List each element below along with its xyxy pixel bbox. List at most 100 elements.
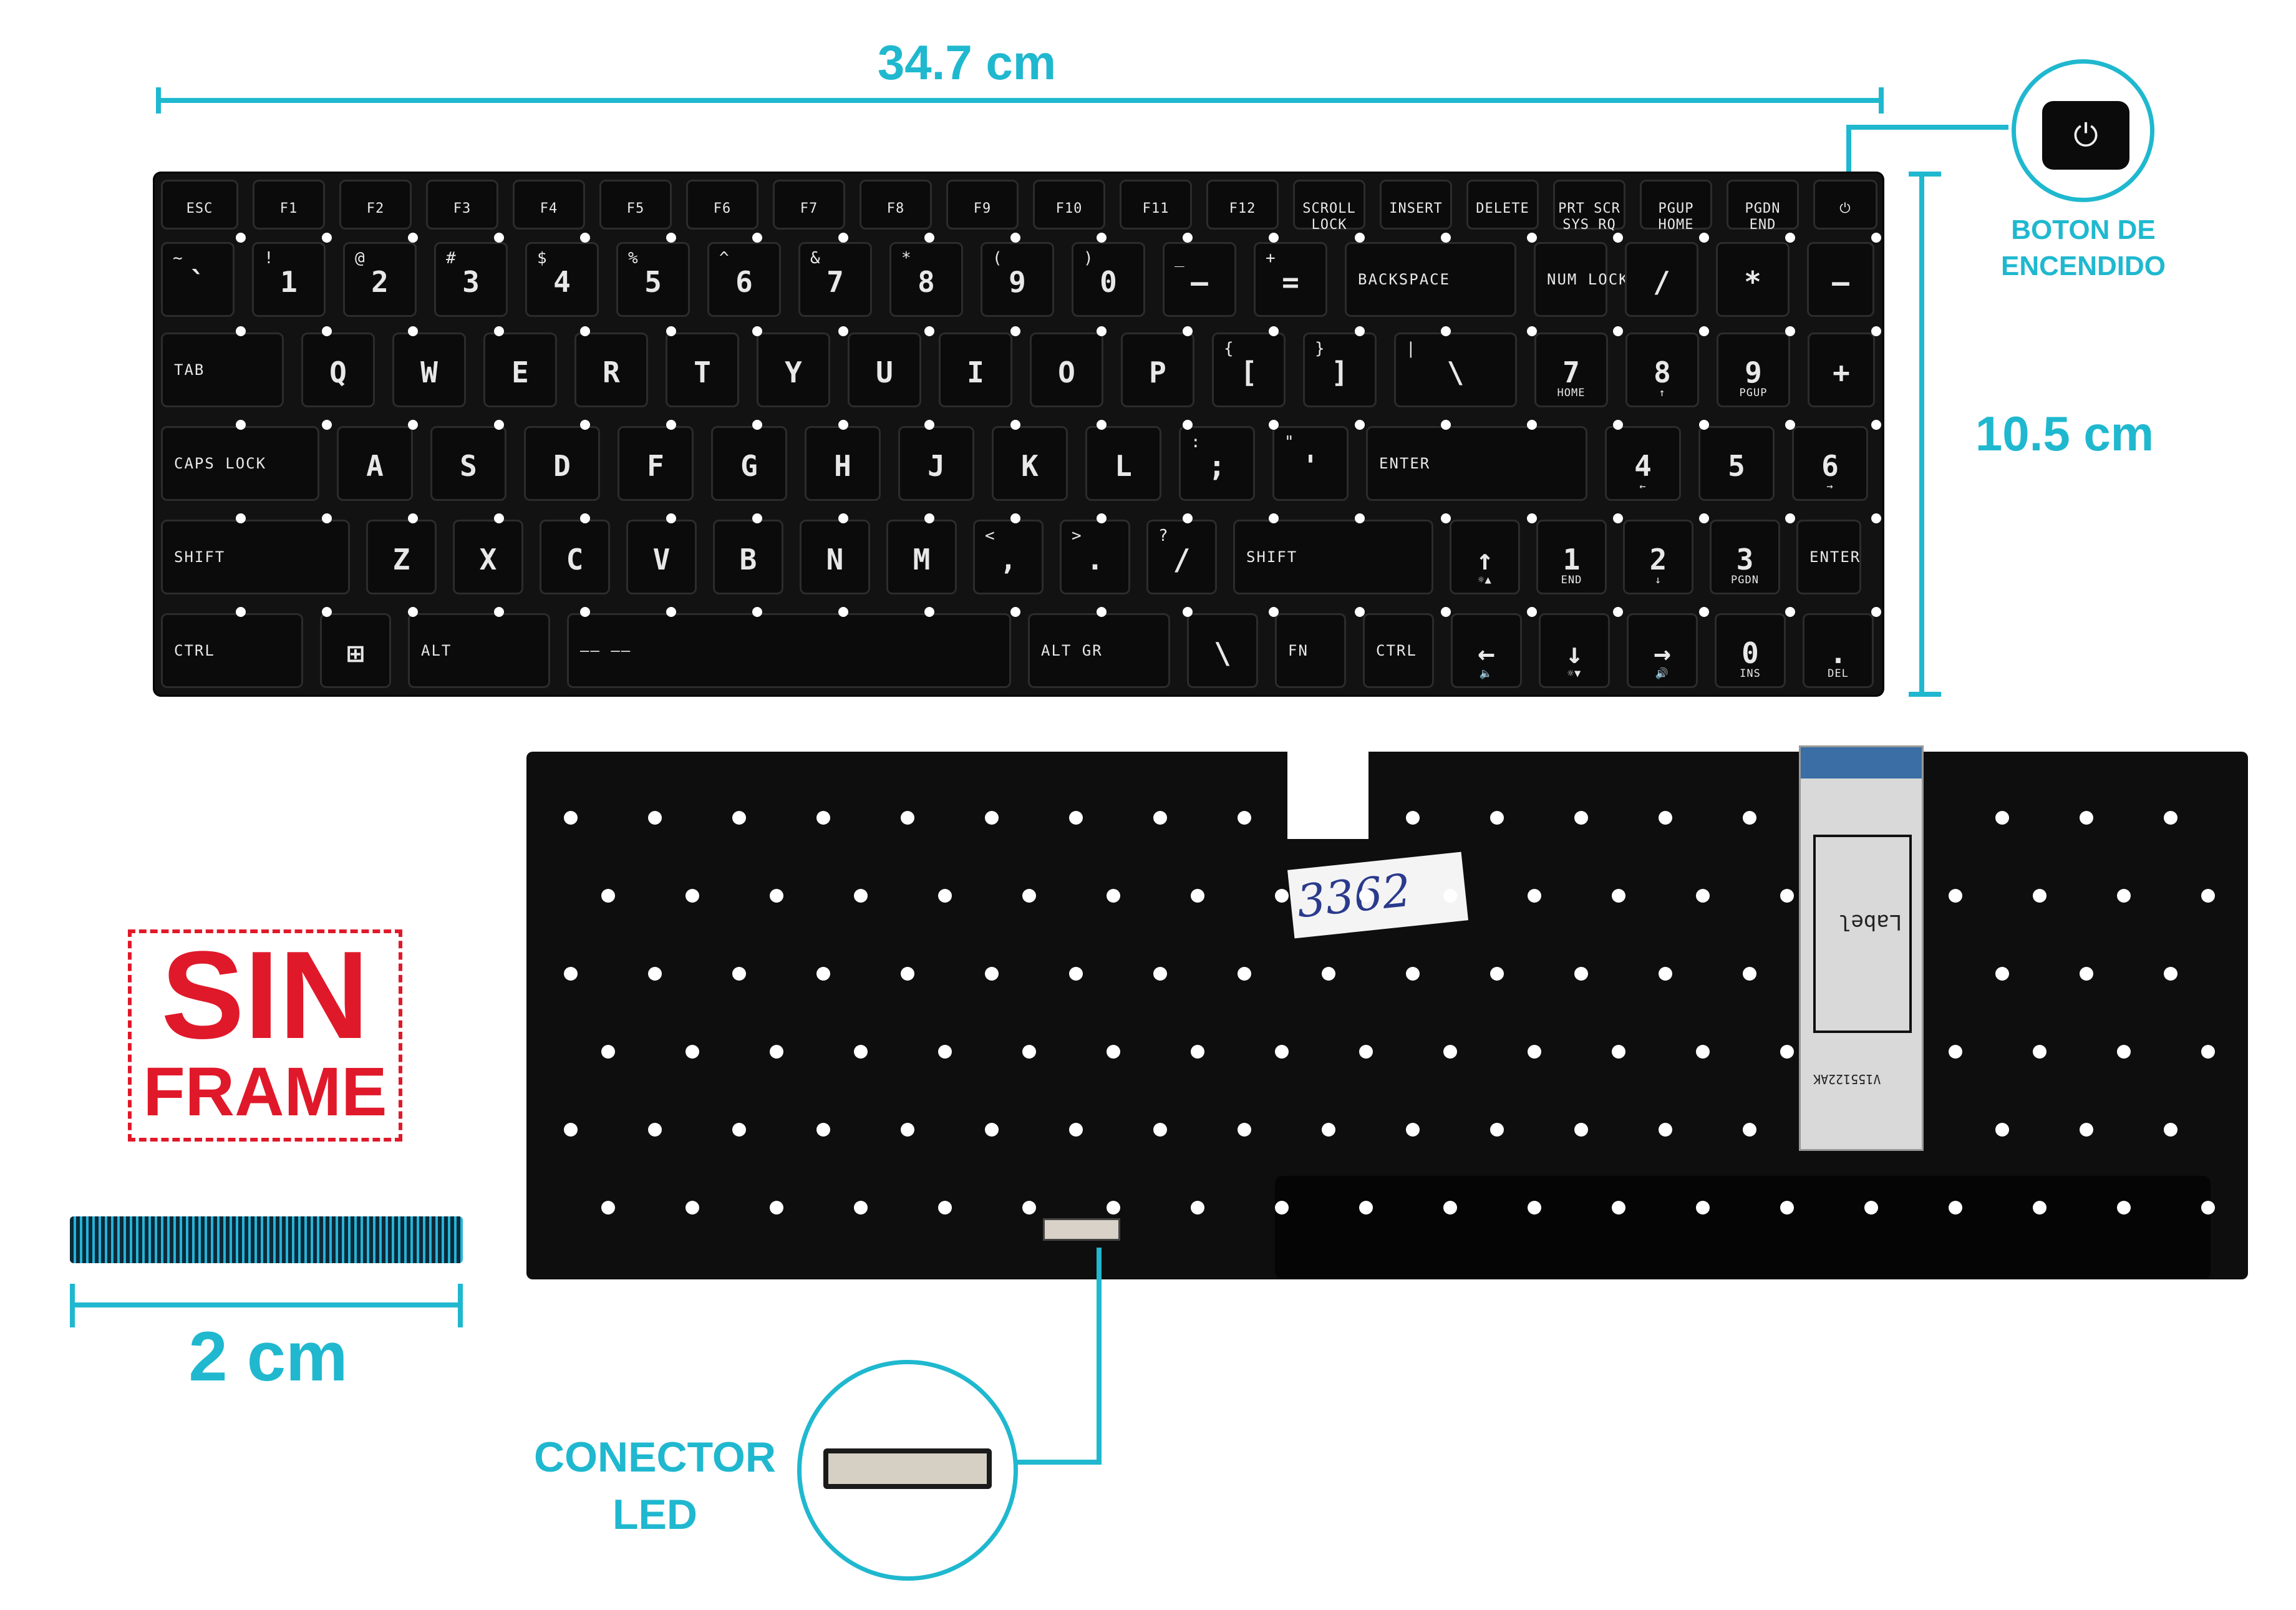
key-q-10[interactable]: P xyxy=(1121,332,1194,407)
key-ctrl-8[interactable]: ←🔈 xyxy=(1451,613,1522,688)
key-ctrl-12[interactable]: .DEL xyxy=(1803,613,1874,688)
key-a-6[interactable]: H xyxy=(805,426,881,501)
key-fn-18[interactable]: PGDN END xyxy=(1727,180,1799,233)
key-num-16[interactable]: * xyxy=(1716,242,1790,317)
key-a-3[interactable]: D xyxy=(524,426,600,501)
key-fn-16[interactable]: PRT SCR SYS RQ xyxy=(1553,180,1625,233)
key-z-14[interactable]: 2↓ xyxy=(1623,520,1693,594)
key-fn-8[interactable]: F8 xyxy=(860,180,932,230)
key-num-7[interactable]: 7& xyxy=(798,242,872,317)
key-fn-2[interactable]: F2 xyxy=(339,180,412,230)
key-q-17[interactable]: + xyxy=(1808,332,1875,407)
key-ctrl-2[interactable]: ALT xyxy=(408,613,550,688)
key-a-0[interactable]: CAPS LOCK xyxy=(161,426,319,501)
key-ctrl-5[interactable]: \ xyxy=(1187,613,1258,688)
key-fn-0[interactable]: ESC xyxy=(161,180,238,230)
key-fn-6[interactable]: F6 xyxy=(686,180,758,230)
key-num-1[interactable]: 1! xyxy=(252,242,326,317)
key-num-15[interactable]: / xyxy=(1625,242,1698,317)
key-num-9[interactable]: 9( xyxy=(981,242,1054,317)
key-a-8[interactable]: K xyxy=(992,426,1068,501)
key-q-13[interactable]: \| xyxy=(1394,332,1517,407)
key-a-10[interactable]: ;: xyxy=(1179,426,1255,501)
key-fn-19[interactable]: ⏻ xyxy=(1813,180,1877,230)
key-fn-3[interactable]: F3 xyxy=(426,180,498,230)
key-a-2[interactable]: S xyxy=(430,426,506,501)
key-fn-13[interactable]: SCROLL LOCK xyxy=(1293,180,1365,233)
key-q-0[interactable]: TAB xyxy=(161,332,284,407)
key-a-4[interactable]: F xyxy=(618,426,694,501)
key-fn-11[interactable]: F11 xyxy=(1120,180,1192,230)
key-q-12[interactable]: ]} xyxy=(1303,332,1377,407)
key-q-6[interactable]: Y xyxy=(757,332,830,407)
key-z-5[interactable]: B xyxy=(713,520,783,594)
key-fn-4[interactable]: F4 xyxy=(513,180,585,230)
key-ctrl-9[interactable]: ↓☼▼ xyxy=(1539,613,1610,688)
key-z-10[interactable]: /? xyxy=(1146,520,1217,594)
key-ctrl-4[interactable]: ALT GR xyxy=(1028,613,1170,688)
key-q-7[interactable]: U xyxy=(848,332,921,407)
key-q-8[interactable]: I xyxy=(939,332,1012,407)
key-num-3[interactable]: 3# xyxy=(434,242,508,317)
key-a-1[interactable]: A xyxy=(337,426,413,501)
key-z-6[interactable]: N xyxy=(800,520,870,594)
key-ctrl-10[interactable]: →🔊 xyxy=(1627,613,1698,688)
key-num-6[interactable]: 6^ xyxy=(707,242,781,317)
key-a-5[interactable]: G xyxy=(711,426,787,501)
key-num-4[interactable]: 4$ xyxy=(525,242,599,317)
key-fn-7[interactable]: F7 xyxy=(773,180,845,230)
key-fn-14[interactable]: INSERT xyxy=(1380,180,1452,230)
key-num-12[interactable]: =+ xyxy=(1254,242,1327,317)
key-z-2[interactable]: X xyxy=(453,520,523,594)
key-q-1[interactable]: Q xyxy=(301,332,375,407)
key-num-8[interactable]: 8* xyxy=(889,242,963,317)
key-ctrl-3[interactable]: —— —— xyxy=(567,613,1011,688)
key-a-11[interactable]: '" xyxy=(1272,426,1349,501)
key-num-11[interactable]: –_ xyxy=(1163,242,1236,317)
key-a-14[interactable]: 5 xyxy=(1698,426,1775,501)
key-q-3[interactable]: E xyxy=(483,332,557,407)
key-fn-12[interactable]: F12 xyxy=(1206,180,1279,230)
key-num-5[interactable]: 5% xyxy=(616,242,690,317)
key-num-10[interactable]: 0) xyxy=(1072,242,1145,317)
key-ctrl-1[interactable]: ⊞ xyxy=(320,613,391,688)
key-q-9[interactable]: O xyxy=(1030,332,1103,407)
key-q-11[interactable]: [{ xyxy=(1212,332,1286,407)
key-fn-17[interactable]: PGUP HOME xyxy=(1640,180,1712,233)
key-a-15[interactable]: 6→ xyxy=(1792,426,1868,501)
key-fn-15[interactable]: DELETE xyxy=(1466,180,1539,230)
key-num-13[interactable]: BACKSPACE xyxy=(1345,242,1516,317)
key-num-14[interactable]: NUM LOCK xyxy=(1534,242,1628,317)
key-fn-9[interactable]: F9 xyxy=(946,180,1019,230)
key-z-1[interactable]: Z xyxy=(366,520,437,594)
key-fn-10[interactable]: F10 xyxy=(1033,180,1105,230)
key-num-2[interactable]: 2@ xyxy=(343,242,417,317)
key-a-7[interactable]: J xyxy=(898,426,974,501)
key-z-8[interactable]: ,< xyxy=(973,520,1044,594)
key-z-16[interactable]: ENTER xyxy=(1796,520,1861,594)
key-a-9[interactable]: L xyxy=(1085,426,1161,501)
key-q-4[interactable]: R xyxy=(574,332,648,407)
key-q-15[interactable]: 8↑ xyxy=(1625,332,1699,407)
key-num-17[interactable]: – xyxy=(1807,242,1874,317)
key-z-4[interactable]: V xyxy=(626,520,697,594)
key-ctrl-0[interactable]: CTRL xyxy=(161,613,303,688)
key-num-0[interactable]: `~ xyxy=(161,242,235,317)
key-q-5[interactable]: T xyxy=(666,332,739,407)
key-a-13[interactable]: 4← xyxy=(1605,426,1681,501)
key-z-3[interactable]: C xyxy=(540,520,610,594)
key-fn-1[interactable]: F1 xyxy=(253,180,325,230)
key-z-12[interactable]: ↑☼▲ xyxy=(1450,520,1520,594)
key-ctrl-7[interactable]: CTRL xyxy=(1363,613,1434,688)
key-q-2[interactable]: W xyxy=(392,332,466,407)
key-z-9[interactable]: .> xyxy=(1060,520,1130,594)
key-a-12[interactable]: ENTER xyxy=(1366,426,1587,501)
key-fn-5[interactable]: F5 xyxy=(599,180,672,230)
key-z-7[interactable]: M xyxy=(886,520,957,594)
key-z-0[interactable]: SHIFT xyxy=(161,520,350,594)
